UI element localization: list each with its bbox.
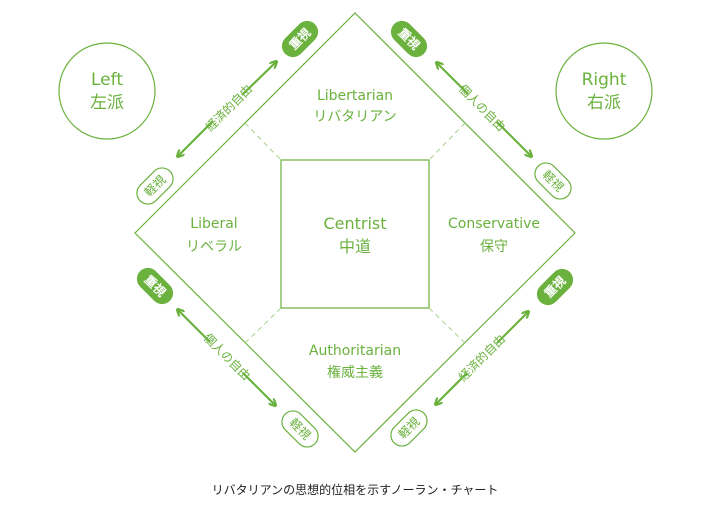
region-center-label-ja: 中道 (339, 237, 371, 256)
region-left-label-ja: リベラル (186, 239, 242, 255)
region-center-label-en: Centrist (323, 214, 386, 233)
region-right-label-ja: 保守 (480, 239, 508, 255)
right-wing-label-en: Right (582, 70, 627, 90)
emphasize-pill-upper-left: 重視 (281, 20, 319, 58)
axis-lower-right-label: 経済的自由 (455, 331, 508, 384)
deemphasize-pill-upper-left: 軽視 (136, 167, 174, 205)
region-top-label-en: Libertarian (317, 88, 393, 104)
emphasize-pill-lower-right: 重視 (536, 268, 574, 306)
left-wing-badge: Left 左派 (58, 42, 156, 140)
axis-upper-left-label: 経済的自由 (202, 81, 255, 134)
outer-diamond (134, 12, 576, 453)
axis-upper-left-economic: 経済的自由 重視 軽視 (136, 20, 319, 205)
emphasize-pill-upper-right: 重視 (390, 20, 428, 58)
region-right-label-en: Conservative (448, 216, 540, 232)
right-wing-label-ja: 右派 (587, 93, 621, 113)
region-left-label-en: Liberal (190, 216, 237, 232)
deemphasize-pill-lower-right: 軽視 (390, 409, 428, 447)
axis-upper-right-personal: 個人の自由 重視 軽視 (390, 20, 572, 200)
left-wing-label-en: Left (91, 70, 123, 90)
nolan-chart-diagram: Left 左派 Right 右派 Libertarian リバタリアン Libe… (58, 12, 653, 453)
axis-upper-right-label: 個人の自由 (456, 82, 508, 134)
axis-lower-right-economic: 経済的自由 重視 軽視 (390, 268, 574, 447)
region-bottom-label-en: Authoritarian (309, 343, 401, 359)
dashed-connectors (244, 122, 466, 344)
figure-caption: リバタリアンの思想的位相を示すノーラン・チャート (211, 483, 499, 497)
center-square (280, 159, 430, 309)
region-top-label-ja: リバタリアン (313, 109, 396, 125)
deemphasize-pill-upper-right: 軽視 (534, 162, 572, 200)
left-wing-label-ja: 左派 (90, 93, 124, 113)
right-wing-badge: Right 右派 (555, 42, 653, 140)
axis-lower-left-personal: 個人の自由 重視 軽視 (136, 267, 319, 448)
emphasize-pill-lower-left: 重視 (136, 267, 174, 305)
axis-lower-left-label: 個人の自由 (201, 331, 253, 383)
region-bottom-label-ja: 権威主義 (327, 364, 383, 381)
